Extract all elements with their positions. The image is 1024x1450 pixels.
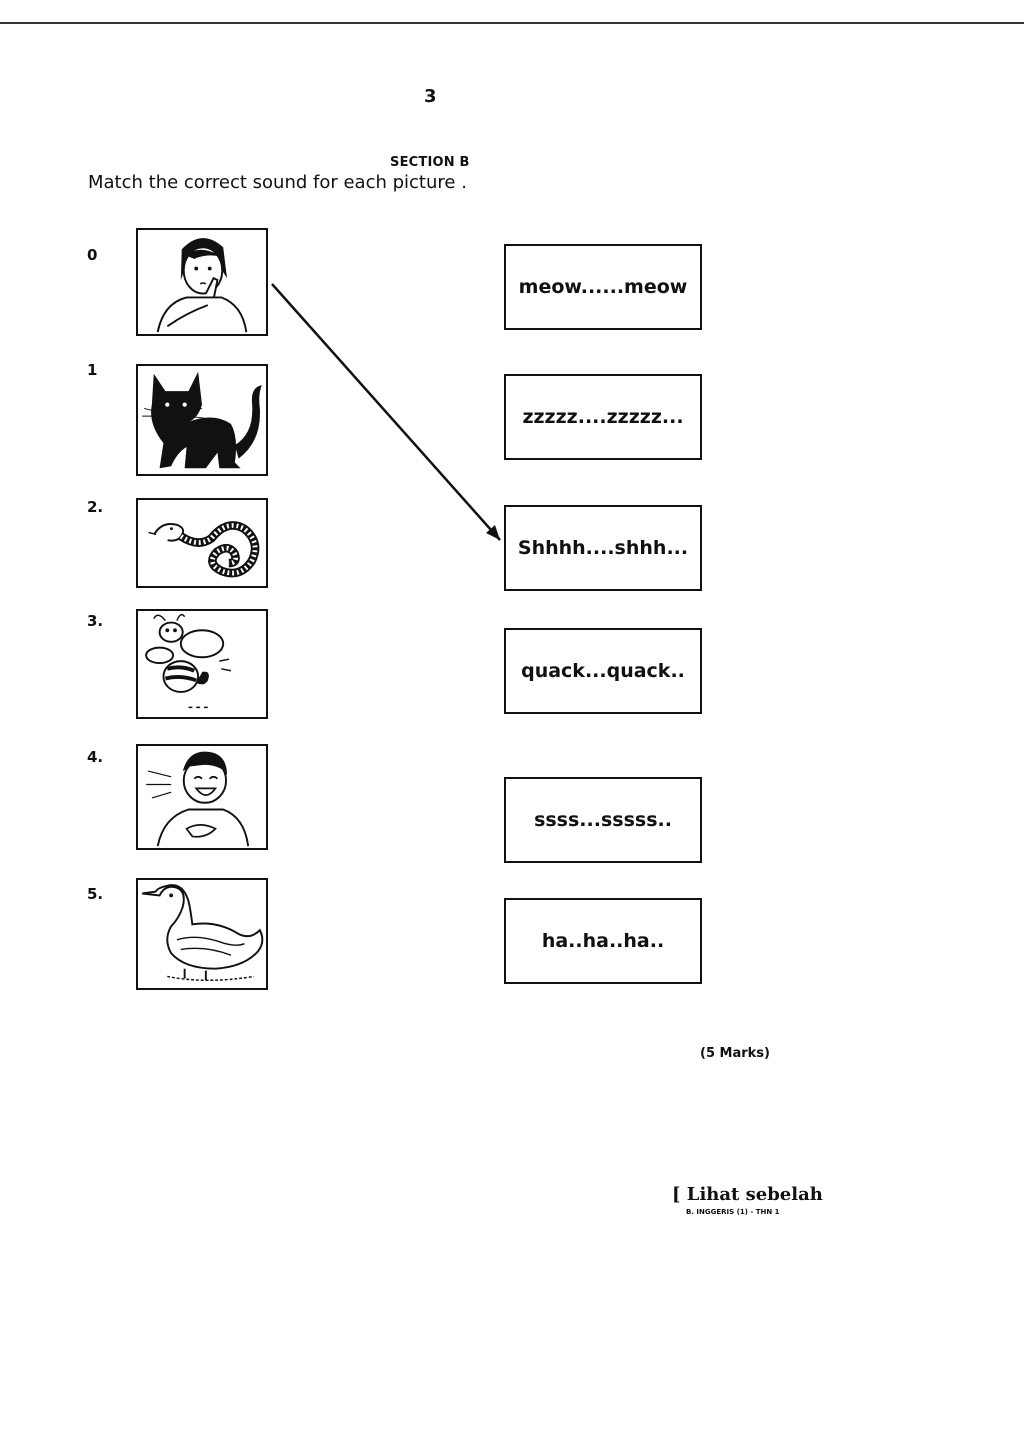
- item-number-2: 2.: [87, 498, 104, 516]
- top-border-line: [0, 22, 1024, 24]
- item-number-0: 0: [87, 246, 98, 264]
- item-number-5: 5.: [87, 885, 104, 903]
- girl-shushing-icon: [156, 238, 248, 333]
- sound-label-zzzzz: zzzzz....zzzzz...: [522, 406, 684, 428]
- sound-label-haha: ha..ha..ha..: [541, 930, 665, 952]
- sound-label-meow: meow......meow: [518, 276, 688, 298]
- sound-box-meow[interactable]: meow......meow: [504, 244, 702, 330]
- boy-laughing-icon: [146, 751, 250, 847]
- picture-girl-shushing: [136, 228, 268, 336]
- sound-box-haha[interactable]: ha..ha..ha..: [504, 898, 702, 984]
- subject-code: B. INGGERIS (1) - THN 1: [686, 1208, 780, 1216]
- sound-box-ssss[interactable]: ssss...sssss..: [504, 777, 702, 863]
- item-number-3: 3.: [87, 612, 104, 630]
- picture-boy-laughing: [136, 744, 268, 850]
- marks-label: (5 Marks): [700, 1046, 770, 1061]
- sound-label-shhhh: Shhhh....shhh...: [517, 537, 689, 559]
- instruction-text: Match the correct sound for each picture…: [88, 172, 467, 193]
- picture-duck: [136, 878, 268, 990]
- duck-icon: [142, 884, 264, 982]
- next-page-label: [ Lihat sebelah: [672, 1184, 823, 1205]
- sound-label-quack: quack...quack..: [521, 660, 685, 682]
- sound-box-quack[interactable]: quack...quack..: [504, 628, 702, 714]
- picture-snake: [136, 498, 268, 588]
- picture-cat: [136, 364, 268, 476]
- picture-bee: [136, 609, 268, 719]
- snake-icon: [148, 521, 260, 578]
- sound-box-shhhh[interactable]: Shhhh....shhh...: [504, 505, 702, 591]
- sound-box-zzzzz[interactable]: zzzzz....zzzzz...: [504, 374, 702, 460]
- section-title: SECTION B: [390, 155, 470, 170]
- page-number: 3: [424, 86, 437, 107]
- item-number-4: 4.: [87, 748, 104, 766]
- sound-label-ssss: ssss...sssss..: [534, 809, 672, 831]
- cat-icon: [142, 371, 262, 469]
- bee-icon: [145, 613, 232, 709]
- item-number-1: 1: [87, 361, 98, 379]
